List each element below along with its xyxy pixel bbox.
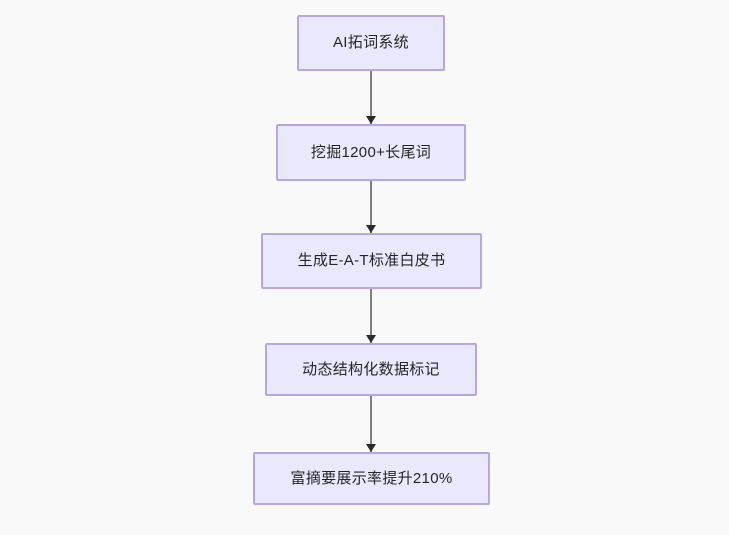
flow-node-rich-snippet-impression-uplift[interactable]: 富摘要展示率提升210%	[253, 452, 490, 505]
edge-n4-n5	[366, 396, 376, 452]
flow-node-mine-longtail-keywords[interactable]: 挖掘1200+长尾词	[276, 124, 466, 181]
arrowhead-icon	[366, 335, 376, 343]
edge-line	[370, 289, 372, 343]
flow-node-label: AI拓词系统	[333, 34, 409, 51]
flow-node-label: 富摘要展示率提升210%	[290, 469, 453, 487]
arrowhead-icon	[366, 116, 376, 124]
arrowhead-icon	[366, 225, 376, 233]
flow-node-label: 生成E-A-T标准白皮书	[297, 252, 446, 269]
edge-line	[370, 181, 372, 233]
edge-line	[370, 71, 372, 124]
flow-node-ai-keyword-system[interactable]: AI拓词系统	[297, 15, 445, 71]
flow-node-dynamic-structured-data-markup[interactable]: 动态结构化数据标记	[265, 343, 477, 396]
flow-node-label: 动态结构化数据标记	[302, 360, 440, 378]
edge-n1-n2	[366, 71, 376, 124]
flow-node-label: 挖掘1200+长尾词	[310, 143, 432, 161]
flow-node-generate-eat-whitepaper[interactable]: 生成E-A-T标准白皮书	[261, 233, 482, 289]
arrowhead-icon	[366, 444, 376, 452]
edge-n2-n3	[366, 181, 376, 233]
edge-n3-n4	[366, 289, 376, 343]
edge-line	[370, 396, 372, 452]
